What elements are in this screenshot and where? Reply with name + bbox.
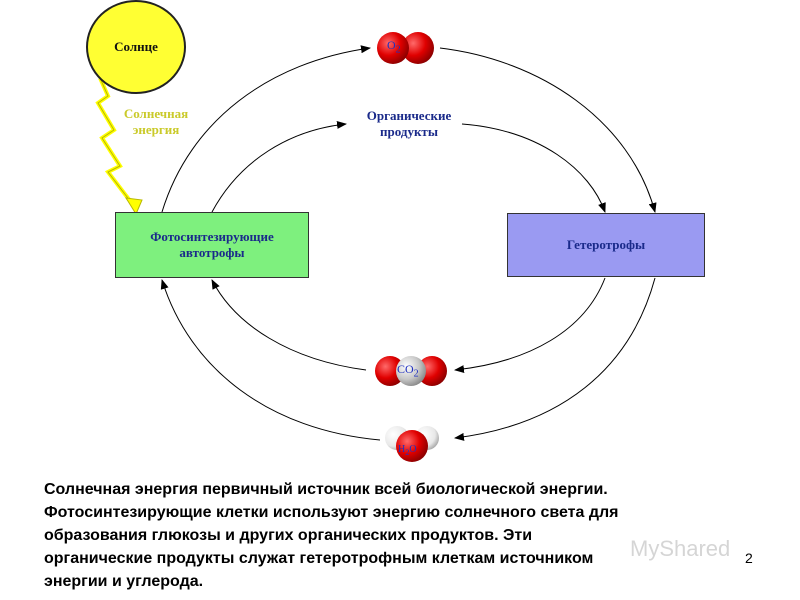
arrow-co2-to-autotrophs xyxy=(211,279,367,371)
h2o-formula-main: H xyxy=(398,444,406,455)
heterotrophs-box: Гетеротрофы xyxy=(507,213,705,277)
caption-line2: Фотосинтезирующие клетки используют энер… xyxy=(44,504,619,521)
caption-line4: органические продукты служат гетеротрофн… xyxy=(44,550,594,567)
co2-molecule xyxy=(375,356,447,386)
solar-energy-label-line1: Солнечная xyxy=(123,106,189,121)
co2-formula-main: CO xyxy=(397,362,414,376)
h2o-molecule xyxy=(385,426,439,462)
organic-products-line1: Органические xyxy=(366,108,452,123)
o2-formula-main: O xyxy=(387,38,396,52)
solar-energy-label-line2: энергия xyxy=(132,122,180,137)
h2o-formula-sub: 2 xyxy=(405,448,410,457)
o2-molecule xyxy=(377,32,434,64)
watermark-logo: MyShared xyxy=(630,536,731,561)
sun: Солнце xyxy=(86,0,186,94)
heterotrophs-label: Гетеротрофы xyxy=(566,237,646,252)
caption-line1: Солнечная энергия первичный источник все… xyxy=(44,481,608,498)
co2-formula-sub: 2 xyxy=(413,368,419,380)
caption-text: Солнечная энергия первичный источник все… xyxy=(44,478,774,593)
arrow-organic-to-heterotrophs xyxy=(461,123,606,213)
co2-formula: CO2 xyxy=(397,362,419,379)
arrow-autotrophs-to-organic xyxy=(211,120,347,213)
solar-energy-bolt xyxy=(95,77,136,208)
caption-line3: образования глюкозы и других органически… xyxy=(44,527,533,544)
sun-label: Солнце xyxy=(114,39,158,54)
solar-energy-bolt-outline xyxy=(97,77,135,207)
arrow-autotrophs-to-o2 xyxy=(161,45,371,213)
organic-products-line2: продукты xyxy=(380,124,438,139)
o2-formula: O2 xyxy=(387,38,401,55)
solar-energy-label: Солнечная энергия xyxy=(108,106,204,138)
caption-line5: энергии и углерода. xyxy=(44,573,204,590)
arrow-heterotrophs-to-h2o xyxy=(454,277,656,441)
organic-products-label: Органические продукты xyxy=(340,108,478,140)
o2-formula-sub: 2 xyxy=(395,44,401,56)
arrow-heterotrophs-to-co2 xyxy=(454,277,606,374)
solar-energy-arrowhead xyxy=(125,197,143,216)
arrow-h2o-to-autotrophs xyxy=(160,279,381,441)
autotrophs-label-line2: автотрофы xyxy=(179,245,245,260)
autotrophs-label-line1: Фотосинтезирующие xyxy=(150,229,274,244)
autotrophs-box: Фотосинтезирующие автотрофы xyxy=(115,212,309,278)
arrow-o2-to-heterotrophs xyxy=(439,47,657,213)
h2o-formula-end: O xyxy=(409,444,417,455)
h2o-formula: H2O xyxy=(398,444,417,457)
page-number: 2 xyxy=(745,550,753,566)
